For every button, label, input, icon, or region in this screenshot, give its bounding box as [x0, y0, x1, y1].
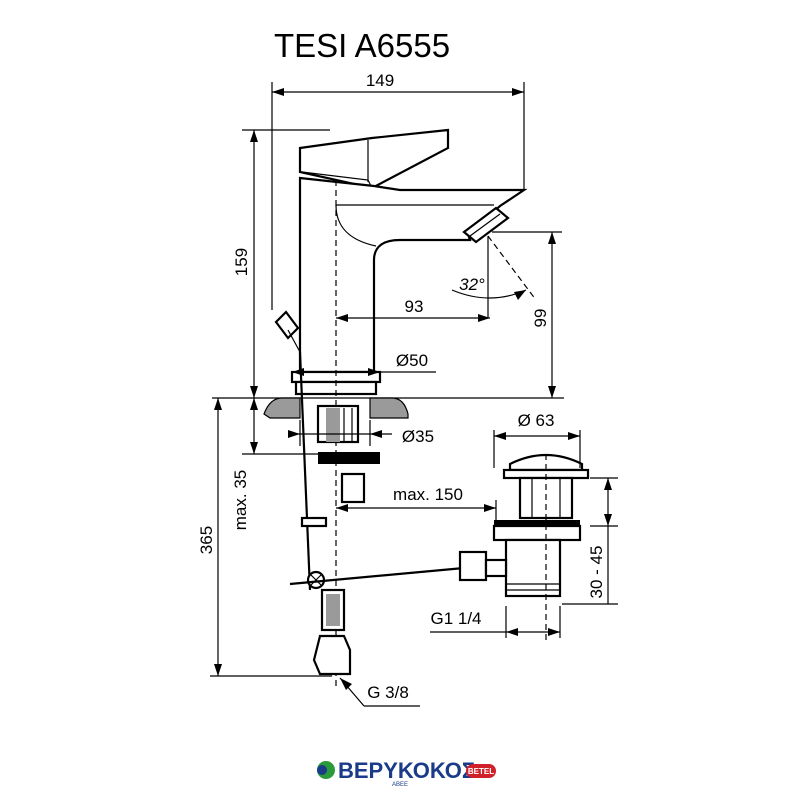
- brand-sub: ΑΒΕΕ: [392, 782, 408, 788]
- dimension-hose-thread: G 3/8: [339, 677, 420, 707]
- label-rod-length: max. 150: [393, 485, 463, 504]
- drawing-title: TESI A6555: [274, 27, 450, 64]
- label-height-total: 159: [232, 248, 251, 276]
- dimension-waste-range: 30 - 45: [562, 477, 618, 605]
- badge-shape: [466, 764, 496, 778]
- label-base-diameter: Ø50: [396, 351, 428, 370]
- threaded-shank: [316, 404, 380, 504]
- dimension-width-total: 149: [271, 71, 525, 310]
- label-waste-range: 30 - 45: [587, 546, 606, 599]
- popup-rod: [289, 351, 465, 676]
- dimension-spout-reach: 93: [336, 297, 490, 322]
- label-max-deck: max. 35: [231, 470, 250, 530]
- waste-drain: [458, 454, 590, 640]
- dimension-spray-angle: 32°: [451, 235, 537, 318]
- label-spout-height: 99: [531, 309, 550, 328]
- label-spray-angle: 32°: [459, 275, 485, 294]
- label-spout-reach: 93: [405, 297, 424, 316]
- label-hole-diameter: Ø35: [402, 427, 434, 446]
- faucet-body: [274, 128, 528, 690]
- label-waste-diameter: Ø 63: [518, 411, 555, 430]
- brand-logo: ΒΕΡΥΚΟΚΟΣ ΑΒΕΕ BETEL: [317, 758, 496, 788]
- dimension-base-diameter: Ø50: [292, 351, 436, 376]
- countertop: [212, 397, 564, 419]
- dimension-spout-height: 99: [492, 231, 562, 398]
- dimension-waste-thread: G1 1/4: [430, 606, 561, 638]
- dimension-rod-length: max. 150: [336, 485, 497, 540]
- label-hose-length: 365: [197, 526, 216, 554]
- label-waste-thread: G1 1/4: [430, 609, 481, 628]
- label-width-total: 149: [366, 71, 394, 90]
- dimension-waste-diameter: Ø 63: [493, 411, 581, 468]
- dimension-hole-diameter: Ø35: [288, 420, 434, 446]
- label-hose-thread: G 3/8: [367, 683, 409, 702]
- dimension-hose-length: 365: [197, 398, 332, 677]
- brand-name: ΒΕΡΥΚΟΚΟΣ: [338, 758, 475, 783]
- dimension-height-total: 159: [232, 129, 330, 398]
- dimension-max-deck: max. 35: [231, 398, 318, 530]
- brand-badge: BETEL: [468, 767, 494, 776]
